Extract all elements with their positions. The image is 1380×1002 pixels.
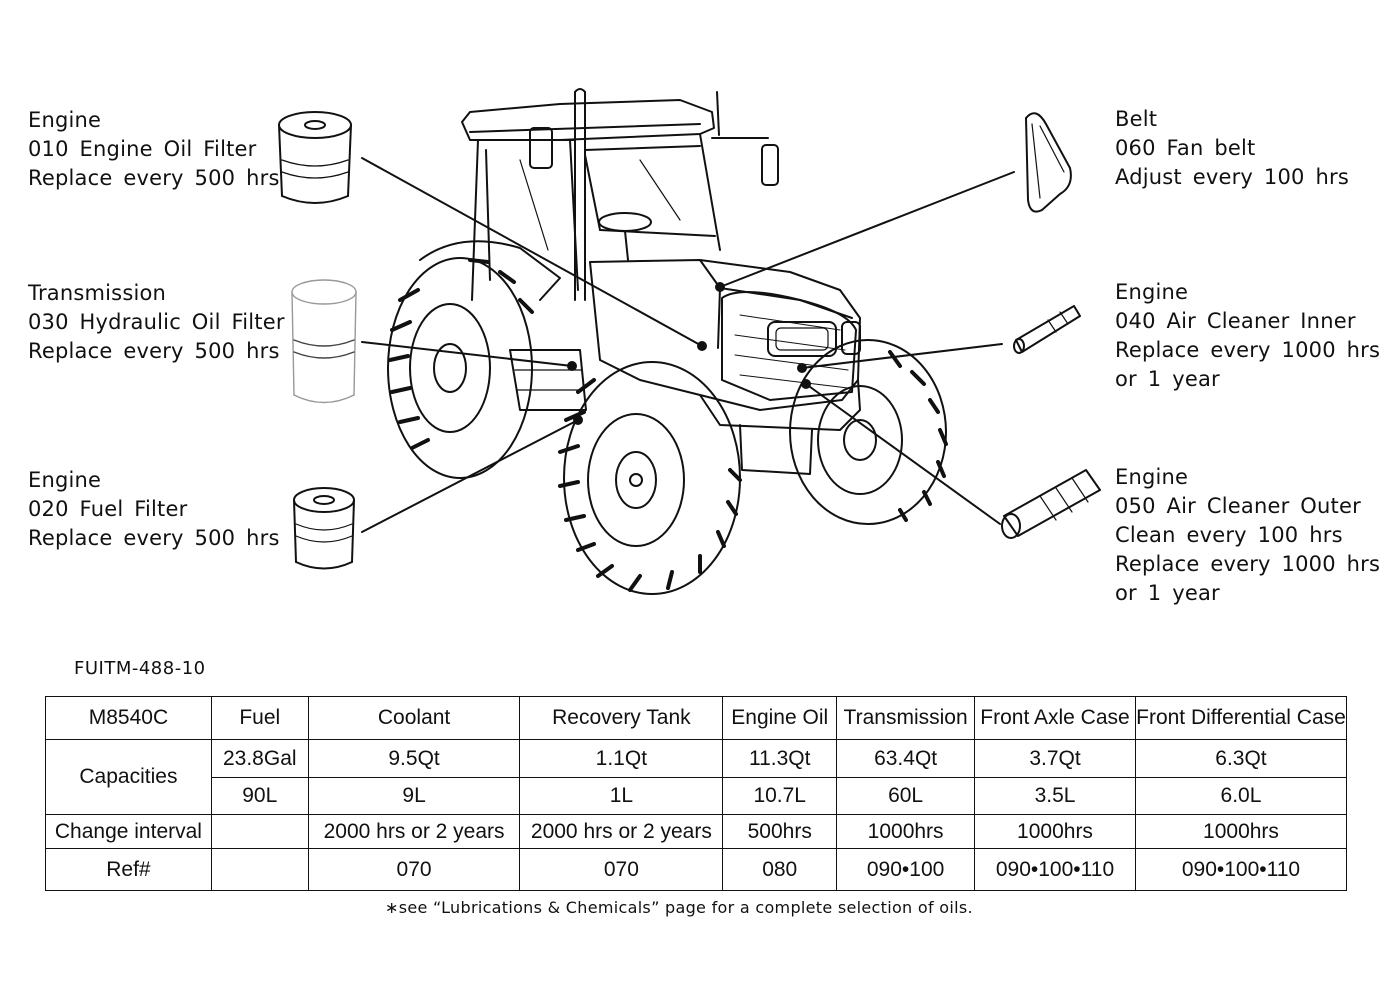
table-row: 90L 9L 1L 10.7L 60L 3.5L 6.0L bbox=[46, 777, 1348, 815]
callout-interval-alt: or 1 year bbox=[1115, 581, 1220, 605]
callout-part: 050 Air Cleaner Outer bbox=[1115, 494, 1361, 518]
column-header: Recovery Tank bbox=[519, 696, 724, 740]
callout-interval: Replace every 1000 hrs bbox=[1115, 552, 1380, 576]
model-cell: M8540C bbox=[45, 696, 212, 740]
hydraulic-oil-filter-icon bbox=[291, 279, 357, 404]
table-cell: 90L bbox=[210, 777, 309, 815]
table-cell: 1000hrs bbox=[836, 814, 976, 849]
callout-part: 060 Fan belt bbox=[1115, 136, 1256, 160]
table-cell: 090•100•110 bbox=[1134, 848, 1348, 891]
callout-fan-belt: Belt 060 Fan belt Adjust every 100 hrs bbox=[1115, 105, 1349, 192]
table-cell: 3.7Qt bbox=[974, 739, 1136, 778]
callout-interval: Replace every 500 hrs bbox=[28, 526, 280, 550]
column-header: Coolant bbox=[307, 696, 521, 740]
table-cell: 3.5L bbox=[974, 777, 1136, 815]
table-row: Capacities 23.8Gal 9.5Qt 1.1Qt 11.3Qt 63… bbox=[45, 739, 1348, 815]
callout-hydraulic-oil-filter: Transmission 030 Hydraulic Oil Filter Re… bbox=[28, 279, 285, 366]
table-cell: 1000hrs bbox=[974, 814, 1136, 849]
table-cell: 500hrs bbox=[722, 814, 838, 849]
column-header: Front Axle Case bbox=[974, 696, 1136, 740]
callout-category: Transmission bbox=[28, 281, 167, 305]
table-header-row: M8540C Fuel Coolant Recovery Tank Engine… bbox=[45, 696, 1348, 740]
table-cell: 60L bbox=[836, 777, 976, 815]
callout-air-cleaner-outer: Engine 050 Air Cleaner Outer Clean every… bbox=[1115, 463, 1380, 608]
table-cell: 090•100 bbox=[836, 848, 976, 891]
column-header: Fuel bbox=[210, 696, 309, 740]
capacities-table: M8540C Fuel Coolant Recovery Tank Engine… bbox=[45, 696, 1348, 891]
tractor-illustration bbox=[387, 88, 948, 595]
maintenance-diagram bbox=[278, 88, 1101, 595]
callout-interval: Replace every 500 hrs bbox=[28, 339, 280, 363]
document-code: FUITM-488-10 bbox=[74, 658, 206, 679]
table-cell: 070 bbox=[307, 848, 521, 891]
callout-part: 040 Air Cleaner Inner bbox=[1115, 309, 1356, 333]
ref-label: Ref# bbox=[45, 848, 212, 891]
table-cell bbox=[210, 848, 309, 891]
callout-category: Engine bbox=[1115, 280, 1189, 304]
table-row: Ref# 070 070 080 090•100 090•100•110 090… bbox=[45, 848, 1348, 891]
table-cell: 1.1Qt bbox=[519, 739, 724, 778]
air-cleaner-inner-icon bbox=[1013, 305, 1081, 354]
table-row: Change interval 2000 hrs or 2 years 2000… bbox=[45, 814, 1348, 849]
change-interval-label: Change interval bbox=[45, 814, 212, 849]
table-cell: 1000hrs bbox=[1134, 814, 1348, 849]
table-cell: 23.8Gal bbox=[210, 739, 309, 778]
air-cleaner-outer-icon bbox=[1001, 469, 1101, 539]
column-header: Transmission bbox=[836, 696, 976, 740]
column-header: Engine Oil bbox=[722, 696, 838, 740]
table-cell: 63.4Qt bbox=[836, 739, 976, 778]
engine-oil-filter-icon bbox=[278, 111, 352, 204]
callout-category: Engine bbox=[1115, 465, 1189, 489]
column-header: Front Differential Case bbox=[1134, 696, 1348, 740]
callout-interval-alt: or 1 year bbox=[1115, 367, 1220, 391]
callout-part: 010 Engine Oil Filter bbox=[28, 137, 257, 161]
table-cell: 11.3Qt bbox=[722, 739, 838, 778]
callout-part: 030 Hydraulic Oil Filter bbox=[28, 310, 285, 334]
table-cell: 1L bbox=[519, 777, 724, 815]
table-cell: 6.0L bbox=[1134, 777, 1348, 815]
callout-interval: Adjust every 100 hrs bbox=[1115, 165, 1349, 189]
leader-lines bbox=[361, 157, 1015, 533]
footnote: ∗see “Lubrications & Chemicals” page for… bbox=[385, 898, 973, 917]
table-cell: 6.3Qt bbox=[1134, 739, 1348, 778]
callout-category: Engine bbox=[28, 108, 102, 132]
table-cell: 080 bbox=[722, 848, 838, 891]
callout-air-cleaner-inner: Engine 040 Air Cleaner Inner Replace eve… bbox=[1115, 278, 1380, 394]
table-cell: 090•100•110 bbox=[974, 848, 1136, 891]
callout-category: Engine bbox=[28, 468, 102, 492]
table-cell bbox=[210, 814, 309, 849]
callout-part: 020 Fuel Filter bbox=[28, 497, 188, 521]
callout-engine-oil-filter: Engine 010 Engine Oil Filter Replace eve… bbox=[28, 106, 280, 193]
callout-clean-interval: Clean every 100 hrs bbox=[1115, 523, 1343, 547]
callout-interval: Replace every 500 hrs bbox=[28, 166, 280, 190]
callout-interval: Replace every 1000 hrs bbox=[1115, 338, 1380, 362]
table-cell: 10.7L bbox=[722, 777, 838, 815]
table-cell: 9.5Qt bbox=[307, 739, 521, 778]
capacities-label: Capacities bbox=[45, 739, 212, 815]
table-cell: 2000 hrs or 2 years bbox=[519, 814, 724, 849]
table-cell: 2000 hrs or 2 years bbox=[307, 814, 521, 849]
table-cell: 070 bbox=[519, 848, 724, 891]
table-cell: 9L bbox=[307, 777, 521, 815]
fan-belt-icon bbox=[1025, 112, 1072, 213]
callout-fuel-filter: Engine 020 Fuel Filter Replace every 500… bbox=[28, 466, 280, 553]
callout-category: Belt bbox=[1115, 107, 1158, 131]
fuel-filter-icon bbox=[293, 487, 355, 570]
